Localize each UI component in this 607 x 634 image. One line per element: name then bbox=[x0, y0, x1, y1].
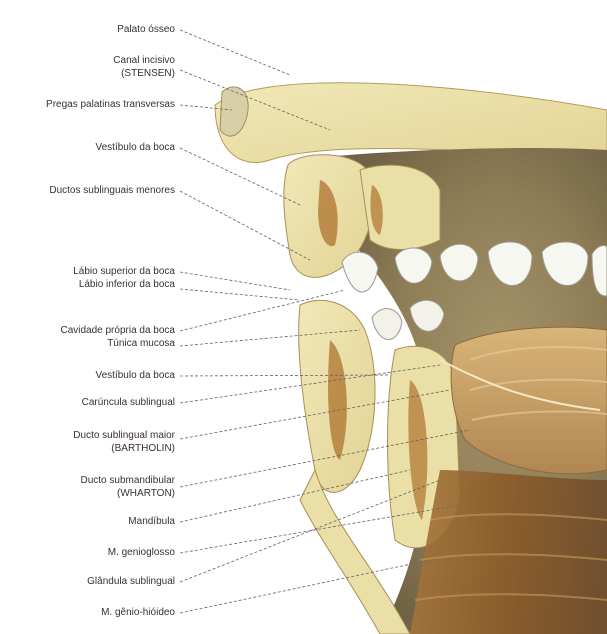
label-cavidade-propria: Cavidade própria da boca Túnica mucosa bbox=[60, 324, 175, 350]
label-m-genioglosso: M. genioglosso bbox=[108, 546, 175, 559]
label-ductos-sublinguais-menores: Ductos sublinguais menores bbox=[49, 184, 175, 197]
label-m-genio-hioideo: M. gênio-hióideo bbox=[101, 606, 175, 619]
label-pregas-palatinas: Pregas palatinas transversas bbox=[46, 98, 175, 111]
label-ducto-sublingual-maior: Ducto sublingual maior (BARTHOLIN) bbox=[73, 429, 175, 455]
label-mandibula: Mandíbula bbox=[128, 515, 175, 528]
label-labio-superior: Lábio superior da boca Lábio inferior da… bbox=[73, 265, 175, 291]
label-vestibulo-boca-inferior: Vestíbulo da boca bbox=[95, 369, 175, 382]
label-glandula-sublingual: Glândula sublingual bbox=[87, 575, 175, 588]
label-vestibulo-boca-superior: Vestíbulo da boca bbox=[95, 141, 175, 154]
floor-muscles bbox=[410, 470, 607, 634]
label-canal-incisivo: Canal incisivo (STENSEN) bbox=[113, 54, 175, 80]
label-ducto-submandibular: Ducto submandibular (WHARTON) bbox=[81, 474, 176, 500]
label-caruncula-sublingual: Carúncula sublingual bbox=[82, 396, 175, 409]
label-palato-osseo: Palato ósseo bbox=[117, 23, 175, 36]
